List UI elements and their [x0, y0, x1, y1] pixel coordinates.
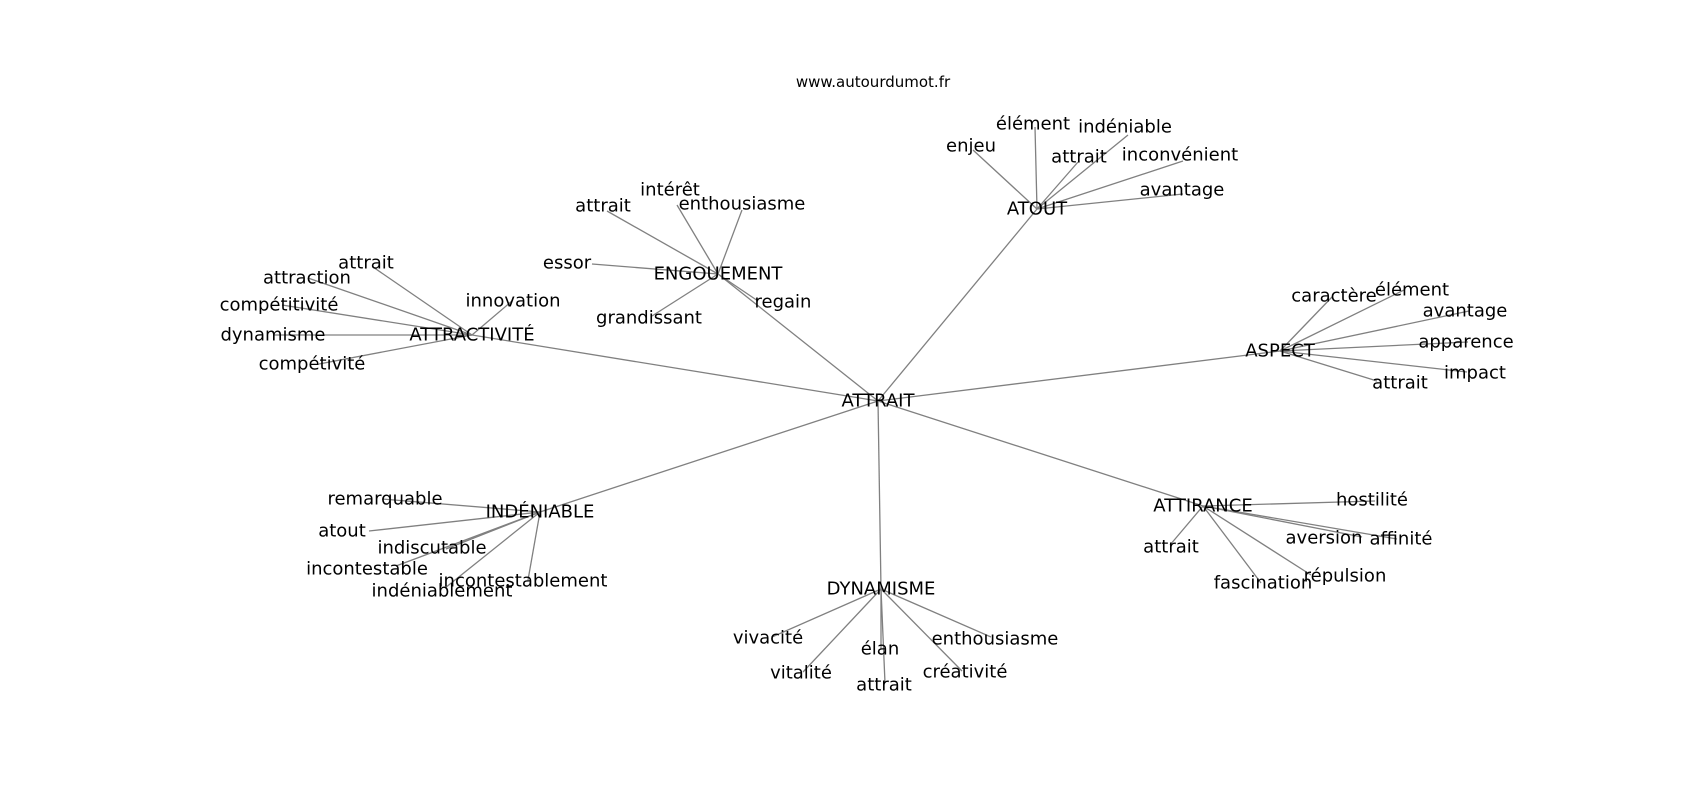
cluster-node-aspect[interactable]: ASPECT: [1245, 341, 1316, 362]
edge-center-indeniable: [539, 400, 879, 513]
leaf-node-aspect-0[interactable]: caractère: [1291, 286, 1376, 307]
edge-dynamisme-3: [880, 588, 886, 684]
edge-indeniable-1: [368, 511, 541, 532]
cluster-node-dynamisme[interactable]: DYNAMISME: [827, 579, 936, 600]
cluster-node-attirance[interactable]: ATTIRANCE: [1153, 496, 1252, 517]
edge-attirance-4: [1202, 505, 1262, 584]
edge-indeniable-5: [527, 511, 541, 581]
edge-attractivite-2: [281, 304, 473, 336]
edge-attractivite-1: [307, 277, 473, 336]
edge-center-attractivite: [471, 334, 879, 402]
edge-attirance-1: [1169, 505, 1204, 546]
cluster-node-atout[interactable]: ATOUT: [1007, 199, 1068, 220]
leaf-node-engouement-2[interactable]: enthousiasme: [679, 194, 806, 215]
leaf-node-indeniable-4[interactable]: indéniablement: [372, 581, 513, 602]
leaf-node-attirance-0[interactable]: hostilité: [1336, 490, 1408, 511]
leaf-node-dynamisme-4[interactable]: enthousiasme: [932, 629, 1059, 650]
edge-engouement-5: [717, 273, 759, 302]
edge-center-aspect: [877, 350, 1281, 402]
leaf-node-engouement-4[interactable]: grandissant: [596, 308, 702, 329]
edge-aspect-4: [1279, 350, 1468, 373]
leaf-node-dynamisme-1[interactable]: vitalité: [770, 663, 832, 684]
edge-atout-5: [1036, 193, 1184, 210]
leaf-node-dynamisme-0[interactable]: vivacité: [733, 628, 803, 649]
edge-engouement-3: [591, 263, 719, 275]
leaf-node-indeniable-3[interactable]: incontestable: [306, 559, 428, 580]
edge-dynamisme-1: [802, 588, 882, 673]
leaf-node-attractivite-4[interactable]: compétivité: [259, 354, 366, 375]
leaf-node-aspect-2[interactable]: avantage: [1423, 301, 1508, 322]
leaf-node-atout-0[interactable]: enjeu: [946, 136, 996, 157]
edge-engouement-1: [676, 204, 719, 275]
leaf-node-atout-2[interactable]: indéniable: [1078, 117, 1172, 138]
leaf-node-indeniable-2[interactable]: indiscutable: [377, 538, 486, 559]
leaf-node-aspect-1[interactable]: élément: [1375, 280, 1449, 301]
edge-atout-4: [1036, 160, 1184, 210]
edge-center-attirance: [877, 400, 1204, 507]
leaf-node-attirance-2[interactable]: aversion: [1286, 528, 1363, 549]
edges-layer: [273, 126, 1470, 684]
edge-attirance-0: [1202, 500, 1376, 507]
leaf-node-attractivite-1[interactable]: attraction: [263, 268, 351, 289]
leaf-node-attractivite-2[interactable]: compétitivité: [220, 295, 339, 316]
edge-atout-3: [1036, 161, 1079, 210]
edge-attirance-3: [1202, 505, 1398, 540]
leaf-node-aspect-5[interactable]: attrait: [1372, 373, 1428, 394]
leaf-node-atout-3[interactable]: attrait: [1051, 147, 1107, 168]
edge-indeniable-4: [444, 511, 541, 589]
leaf-node-attirance-1[interactable]: attrait: [1143, 537, 1199, 558]
leaf-node-atout-4[interactable]: inconvénient: [1122, 145, 1238, 166]
edge-attractivite-5: [471, 300, 513, 336]
edge-dynamisme-5: [880, 588, 963, 672]
edge-attractivite-4: [318, 334, 473, 365]
leaf-node-atout-5[interactable]: avantage: [1140, 180, 1225, 201]
edge-engouement-0: [606, 210, 719, 275]
leaf-node-indeniable-5[interactable]: incontestablement: [439, 571, 608, 592]
edge-attractivite-0: [372, 266, 473, 336]
leaf-node-dynamisme-3[interactable]: attrait: [856, 675, 912, 696]
edge-center-atout: [877, 208, 1038, 402]
leaf-node-indeniable-1[interactable]: atout: [318, 521, 366, 542]
edge-aspect-3: [1279, 341, 1469, 352]
edge-indeniable-3: [395, 511, 541, 567]
leaf-node-indeniable-0[interactable]: remarquable: [327, 489, 442, 510]
center-node-label[interactable]: ATTRAIT: [842, 391, 916, 412]
leaf-node-attirance-4[interactable]: fascination: [1214, 573, 1313, 594]
cluster-node-engouement[interactable]: ENGOUEMENT: [654, 264, 784, 285]
leaf-node-dynamisme-2[interactable]: élan: [861, 639, 900, 660]
leaf-node-attractivite-0[interactable]: attrait: [338, 253, 394, 274]
leaf-node-attractivite-5[interactable]: innovation: [466, 291, 561, 312]
edge-dynamisme-0: [771, 588, 882, 638]
edge-aspect-2: [1279, 310, 1470, 352]
leaf-node-attractivite-3[interactable]: dynamisme: [220, 325, 325, 346]
edge-aspect-1: [1279, 289, 1405, 352]
edge-indeniable-0: [381, 498, 541, 513]
leaf-node-attirance-5[interactable]: répulsion: [1304, 566, 1387, 587]
edge-aspect-5: [1279, 350, 1378, 382]
leaf-node-engouement-3[interactable]: essor: [543, 253, 592, 274]
edge-dynamisme-4: [880, 588, 992, 638]
leaf-node-atout-1[interactable]: élément: [996, 114, 1070, 135]
leaf-node-attirance-3[interactable]: affinité: [1370, 529, 1433, 550]
edge-atout-0: [972, 149, 1038, 210]
edge-engouement-4: [651, 273, 719, 317]
edge-atout-1: [1034, 126, 1038, 210]
leaf-node-engouement-5[interactable]: regain: [755, 292, 812, 313]
cluster-node-attractivite[interactable]: ATTRACTIVITÉ: [409, 324, 534, 346]
edge-atout-2: [1036, 134, 1129, 210]
edge-center-engouement: [717, 273, 879, 402]
edge-center-dynamisme: [877, 400, 882, 590]
leaf-node-engouement-0[interactable]: attrait: [575, 196, 631, 217]
leaf-node-engouement-1[interactable]: intérêt: [640, 180, 700, 201]
cluster-node-indeniable[interactable]: INDÉNIABLE: [486, 501, 595, 523]
edge-attirance-5: [1202, 505, 1312, 576]
leaf-node-dynamisme-5[interactable]: créativité: [923, 662, 1008, 683]
edge-aspect-0: [1279, 296, 1333, 352]
source-url: www.autourdumot.fr: [796, 73, 951, 91]
leaf-node-aspect-4[interactable]: impact: [1444, 363, 1506, 384]
leaf-node-aspect-3[interactable]: apparence: [1418, 332, 1513, 353]
edge-engouement-2: [717, 209, 743, 275]
